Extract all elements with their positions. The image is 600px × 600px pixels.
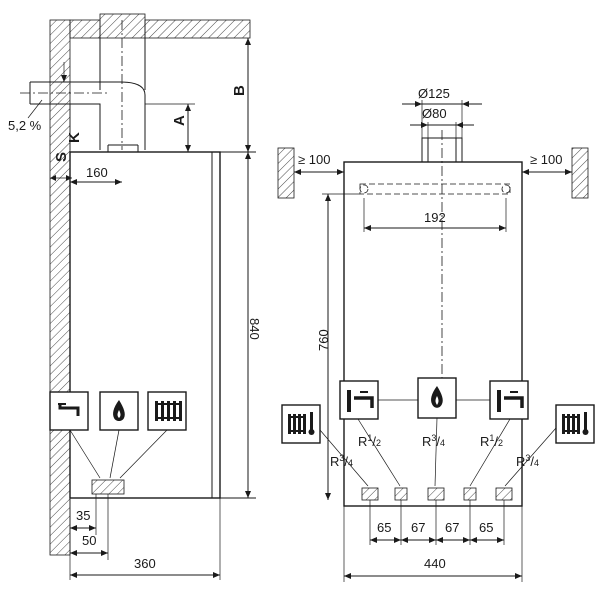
chimney-pass (99, 13, 146, 39)
dim-192: 192 (424, 210, 446, 225)
wall-left (277, 147, 295, 199)
label-s: S (53, 152, 70, 162)
conn-label-5: R3/4 (516, 453, 539, 469)
connection-block (91, 479, 125, 495)
clear-left: ≥ 100 (298, 152, 330, 167)
dim-760: 760 (316, 329, 331, 351)
spacing-4: 65 (479, 520, 493, 535)
label-k: K (66, 132, 83, 143)
side-view: 5,2 % K S A B 160 (8, 13, 262, 580)
conn-label-4: R1/2 (480, 433, 503, 449)
clear-right: ≥ 100 (530, 152, 562, 167)
ceiling-left (69, 19, 101, 39)
boiler-side-body (69, 151, 221, 499)
conn-label-1: R3/4 (330, 453, 353, 469)
dim-50: 50 (82, 533, 96, 548)
dim-440: 440 (424, 556, 446, 571)
side-icons (49, 391, 187, 431)
flue-pipe (30, 81, 146, 150)
conn-label-3: R3/4 (422, 433, 445, 449)
connectors (361, 487, 513, 501)
connector-3 (427, 487, 445, 501)
wall (49, 19, 71, 556)
connector-5 (495, 487, 513, 501)
dim-160: 160 (86, 165, 108, 180)
spacing-3: 67 (445, 520, 459, 535)
label-a: A (171, 115, 188, 126)
dim-840: 840 (247, 318, 262, 340)
dim-360: 360 (134, 556, 156, 571)
front-view: ≥ 100 ≥ 100 Ø125 Ø80 (277, 86, 595, 582)
connector-1 (361, 487, 379, 501)
slope-label: 5,2 % (8, 118, 42, 133)
connector-2 (394, 487, 408, 501)
dia-inner: Ø80 (422, 106, 447, 121)
spacing-1: 65 (377, 520, 391, 535)
connection-labels: R3/4 R1/2 R3/4 R1/2 R3/4 (330, 433, 539, 469)
tap-icon (49, 391, 89, 431)
spacing-2: 67 (411, 520, 425, 535)
connector-4 (463, 487, 477, 501)
dim-35: 35 (76, 508, 90, 523)
ceiling-right (144, 19, 251, 39)
hanger-bar (359, 183, 511, 195)
wall-right (571, 147, 589, 199)
label-b: B (231, 85, 248, 96)
dia-outer: Ø125 (418, 86, 450, 101)
conn-label-2: R1/2 (358, 433, 381, 449)
